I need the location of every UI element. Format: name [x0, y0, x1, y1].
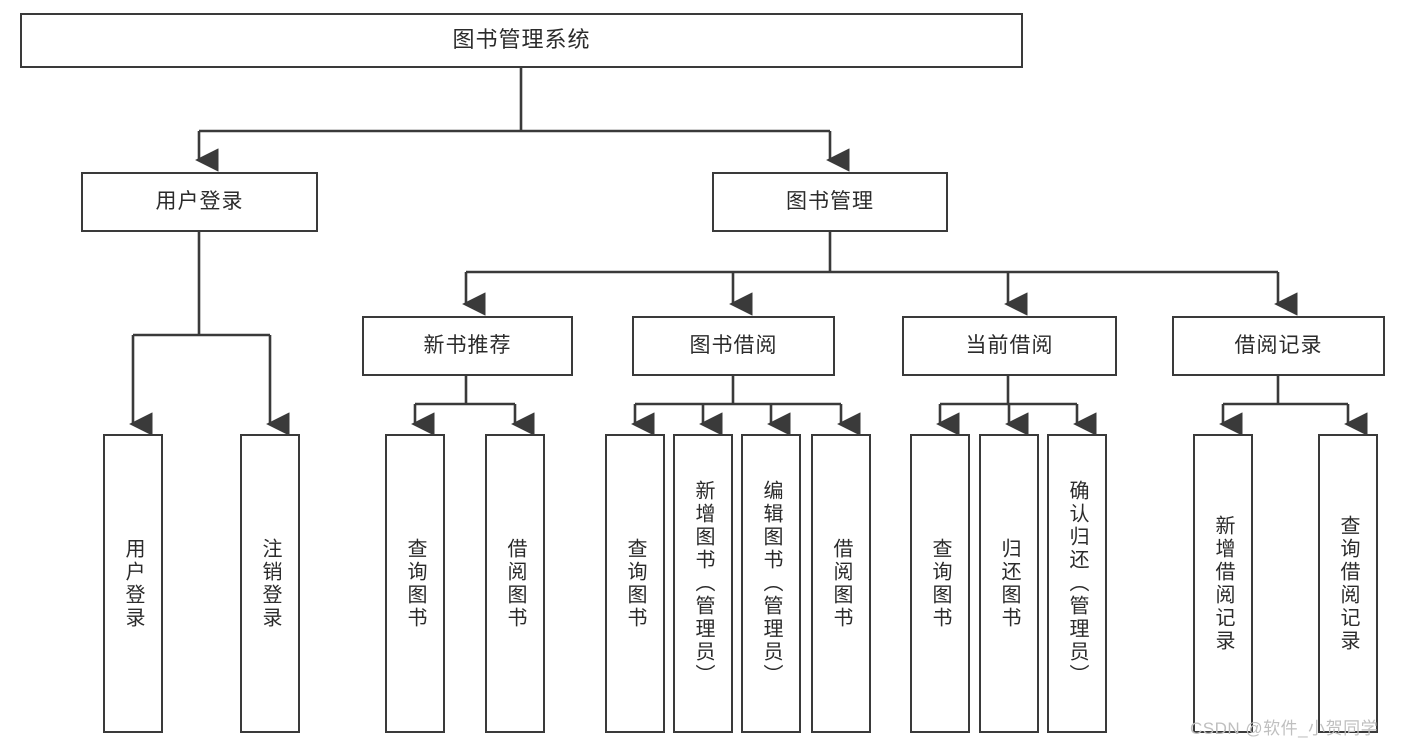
- node-leaf-user-login[interactable]: 用户登录: [103, 434, 163, 733]
- node-user-login-label: 用户登录: [155, 190, 244, 214]
- node-leaf-query-book-1-label: 查询图书: [404, 537, 426, 630]
- node-leaf-borrow-book-2-label: 借阅图书: [830, 537, 852, 630]
- node-leaf-query-book-3[interactable]: 查询图书: [910, 434, 970, 733]
- node-leaf-confirm-return-label: 确认归还（管理员）: [1066, 480, 1088, 687]
- node-new-book-recommend-label: 新书推荐: [423, 334, 512, 358]
- node-book-management-label: 图书管理: [786, 190, 874, 214]
- node-book-borrow-label: 图书借阅: [689, 334, 778, 358]
- node-leaf-query-book-3-label: 查询图书: [929, 537, 951, 630]
- node-user-login[interactable]: 用户登录: [81, 172, 318, 232]
- node-leaf-add-book[interactable]: 新增图书（管理员）: [673, 434, 733, 733]
- node-leaf-borrow-book-2[interactable]: 借阅图书: [811, 434, 871, 733]
- node-leaf-borrow-book-1[interactable]: 借阅图书: [485, 434, 545, 733]
- node-leaf-confirm-return[interactable]: 确认归还（管理员）: [1047, 434, 1107, 733]
- node-root-label: 图书管理系统: [452, 27, 591, 53]
- node-root[interactable]: 图书管理系统: [20, 13, 1023, 68]
- node-borrow-record-label: 借阅记录: [1234, 334, 1323, 358]
- node-current-borrow-label: 当前借阅: [965, 334, 1054, 358]
- node-leaf-add-record[interactable]: 新增借阅记录: [1193, 434, 1253, 733]
- node-leaf-query-book-2-label: 查询图书: [624, 537, 646, 630]
- node-leaf-edit-book[interactable]: 编辑图书（管理员）: [741, 434, 801, 733]
- node-leaf-query-book-2[interactable]: 查询图书: [605, 434, 665, 733]
- node-book-management[interactable]: 图书管理: [712, 172, 948, 232]
- node-leaf-add-record-label: 新增借阅记录: [1212, 514, 1234, 653]
- node-book-borrow[interactable]: 图书借阅: [632, 316, 835, 376]
- node-leaf-add-book-label: 新增图书（管理员）: [692, 480, 714, 687]
- node-leaf-user-login-label: 用户登录: [122, 537, 144, 630]
- node-leaf-query-book-1[interactable]: 查询图书: [385, 434, 445, 733]
- node-leaf-logout-login-label: 注销登录: [259, 537, 281, 630]
- node-leaf-logout-login[interactable]: 注销登录: [240, 434, 300, 733]
- node-current-borrow[interactable]: 当前借阅: [902, 316, 1117, 376]
- node-leaf-return-book-label: 归还图书: [998, 537, 1020, 630]
- node-leaf-borrow-book-1-label: 借阅图书: [504, 537, 526, 630]
- node-new-book-recommend[interactable]: 新书推荐: [362, 316, 573, 376]
- node-leaf-return-book[interactable]: 归还图书: [979, 434, 1039, 733]
- watermark-text: CSDN @软件_小贺同学: [1190, 719, 1379, 738]
- node-leaf-query-record[interactable]: 查询借阅记录: [1318, 434, 1378, 733]
- node-leaf-edit-book-label: 编辑图书（管理员）: [760, 480, 782, 687]
- node-borrow-record[interactable]: 借阅记录: [1172, 316, 1385, 376]
- node-leaf-query-record-label: 查询借阅记录: [1337, 514, 1359, 653]
